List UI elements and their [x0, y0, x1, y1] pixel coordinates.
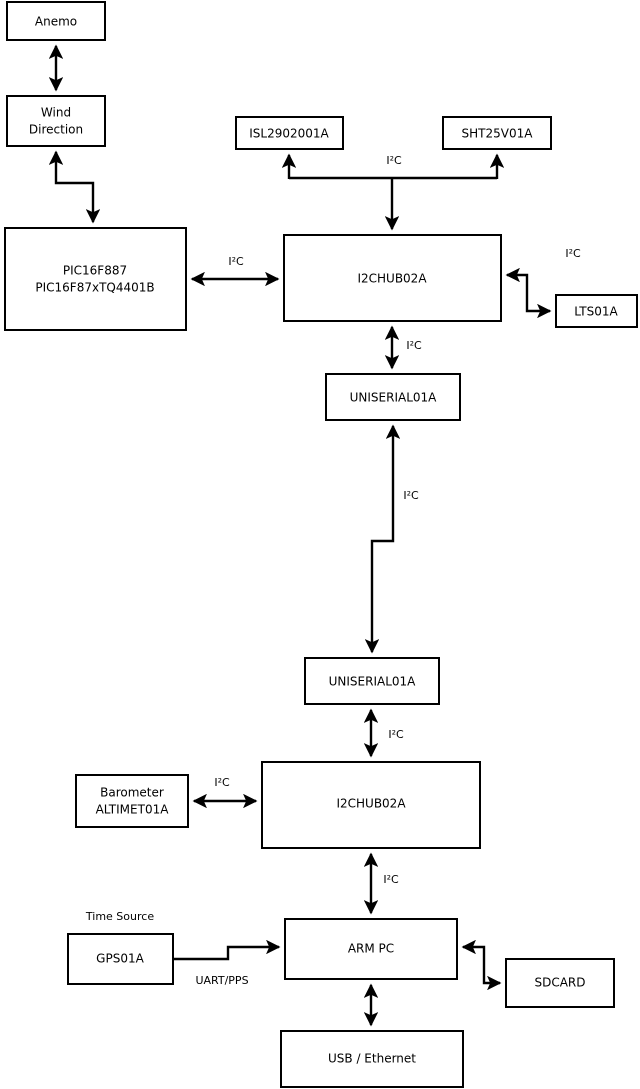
- node-isl2902001a[interactable]: ISL2902001A: [235, 116, 344, 150]
- node-i2chub02a-bottom[interactable]: I2CHUB02A: [261, 761, 481, 849]
- node-arm-pc[interactable]: ARM PC: [284, 918, 458, 980]
- node-box-anemo[interactable]: [6, 1, 106, 41]
- edge-label-pic-hubtop: I²C: [228, 255, 244, 268]
- edge-gps-armpc: [173, 939, 281, 961]
- node-box-pic-mcu[interactable]: [4, 227, 187, 331]
- node-label-usb-ethernet: USB / Ethernet: [328, 1052, 416, 1066]
- edge-line-armpc-sdcard: [461, 939, 502, 991]
- node-label-sht25v01a: SHT25V01A: [462, 127, 534, 141]
- edge-hubtop-sensors: [281, 153, 505, 231]
- node-box-wind-direction[interactable]: [6, 95, 106, 147]
- node-sht25v01a[interactable]: SHT25V01A: [442, 116, 552, 150]
- node-box-i2chub02a-bottom[interactable]: [261, 761, 481, 849]
- node-uniserial01a-top[interactable]: UNISERIAL01A: [325, 373, 461, 421]
- edge-label-hubbot-armpc: I²C: [383, 873, 399, 886]
- node-label-pic-mcu-line1: PIC16F887: [63, 264, 127, 278]
- node-box-isl2902001a[interactable]: [235, 116, 344, 150]
- edge-line-wind-pic: [48, 150, 101, 224]
- edge-label-gps-armpc: UART/PPS: [195, 974, 248, 987]
- node-label-wind-direction-line1: Wind: [41, 106, 71, 120]
- node-label-arm-pc: ARM PC: [348, 942, 394, 956]
- edge-armpc-sdcard: [461, 939, 502, 991]
- node-gps01a[interactable]: GPS01A: [67, 933, 174, 985]
- edge-line-gps-armpc: [173, 939, 281, 961]
- node-box-usb-ethernet[interactable]: [280, 1030, 464, 1088]
- node-box-lts01a[interactable]: [555, 294, 638, 328]
- node-label-wind-direction-line2: Direction: [29, 123, 83, 137]
- node-label-pic-mcu-line2: PIC16F87xTQ4401B: [35, 281, 154, 295]
- node-label-uniserial01a-bottom: UNISERIAL01A: [329, 675, 417, 689]
- node-box-arm-pc[interactable]: [284, 918, 458, 980]
- edge-hubtop-lts: [505, 267, 552, 319]
- node-label-anemo: Anemo: [35, 15, 77, 29]
- edge-uniserial-uniserial: [364, 424, 401, 654]
- node-sdcard[interactable]: SDCARD: [505, 958, 615, 1008]
- edge-label-uniserialbot-hubbot: I²C: [388, 728, 404, 741]
- node-label-gps01a: GPS01A: [96, 952, 144, 966]
- edge-label-uniserial-uniserial: I²C: [403, 489, 419, 502]
- node-label-uniserial01a-top: UNISERIAL01A: [350, 391, 438, 405]
- node-wind-direction[interactable]: Wind Direction: [6, 95, 106, 147]
- node-i2chub02a-top[interactable]: I2CHUB02A: [283, 234, 502, 322]
- node-label-sdcard: SDCARD: [534, 976, 585, 990]
- node-label-barometer-line1: Barometer: [100, 786, 164, 800]
- edge-line-uniserial-uniserial: [364, 424, 401, 654]
- node-box-sdcard[interactable]: [505, 958, 615, 1008]
- node-box-gps01a[interactable]: [67, 933, 174, 985]
- edge-wind-pic: [48, 150, 101, 224]
- node-uniserial01a-bottom[interactable]: UNISERIAL01A: [304, 657, 440, 705]
- node-box-sht25v01a[interactable]: [442, 116, 552, 150]
- node-label-i2chub02a-top: I2CHUB02A: [357, 272, 427, 286]
- edge-label-hubtop-uniserialtop: I²C: [406, 339, 422, 352]
- edge-line-hubtop-lts: [505, 267, 552, 319]
- node-box-uniserial01a-bottom[interactable]: [304, 657, 440, 705]
- edge-label-barometer-hubbot: I²C: [214, 776, 230, 789]
- edge-label-hubtop-lts: I²C: [565, 247, 581, 260]
- node-label-barometer-line2: ALTIMET01A: [96, 803, 170, 817]
- label-time-source: Time Source: [85, 910, 154, 923]
- node-usb-ethernet[interactable]: USB / Ethernet: [280, 1030, 464, 1088]
- node-label-i2chub02a-bottom: I2CHUB02A: [336, 797, 406, 811]
- node-lts01a[interactable]: LTS01A: [555, 294, 638, 328]
- node-label-isl2902001a: ISL2902001A: [249, 127, 329, 141]
- node-box-barometer-altimet01a[interactable]: [75, 774, 189, 828]
- node-box-uniserial01a-top[interactable]: [325, 373, 461, 421]
- edge-label-sensor-bus: I²C: [386, 154, 402, 167]
- node-box-i2chub02a-top[interactable]: [283, 234, 502, 322]
- node-label-lts01a: LTS01A: [574, 305, 618, 319]
- node-pic-mcu[interactable]: PIC16F887 PIC16F87xTQ4401B: [4, 227, 187, 331]
- node-barometer-altimet01a[interactable]: Barometer ALTIMET01A: [75, 774, 189, 828]
- node-anemo[interactable]: Anemo: [6, 1, 106, 41]
